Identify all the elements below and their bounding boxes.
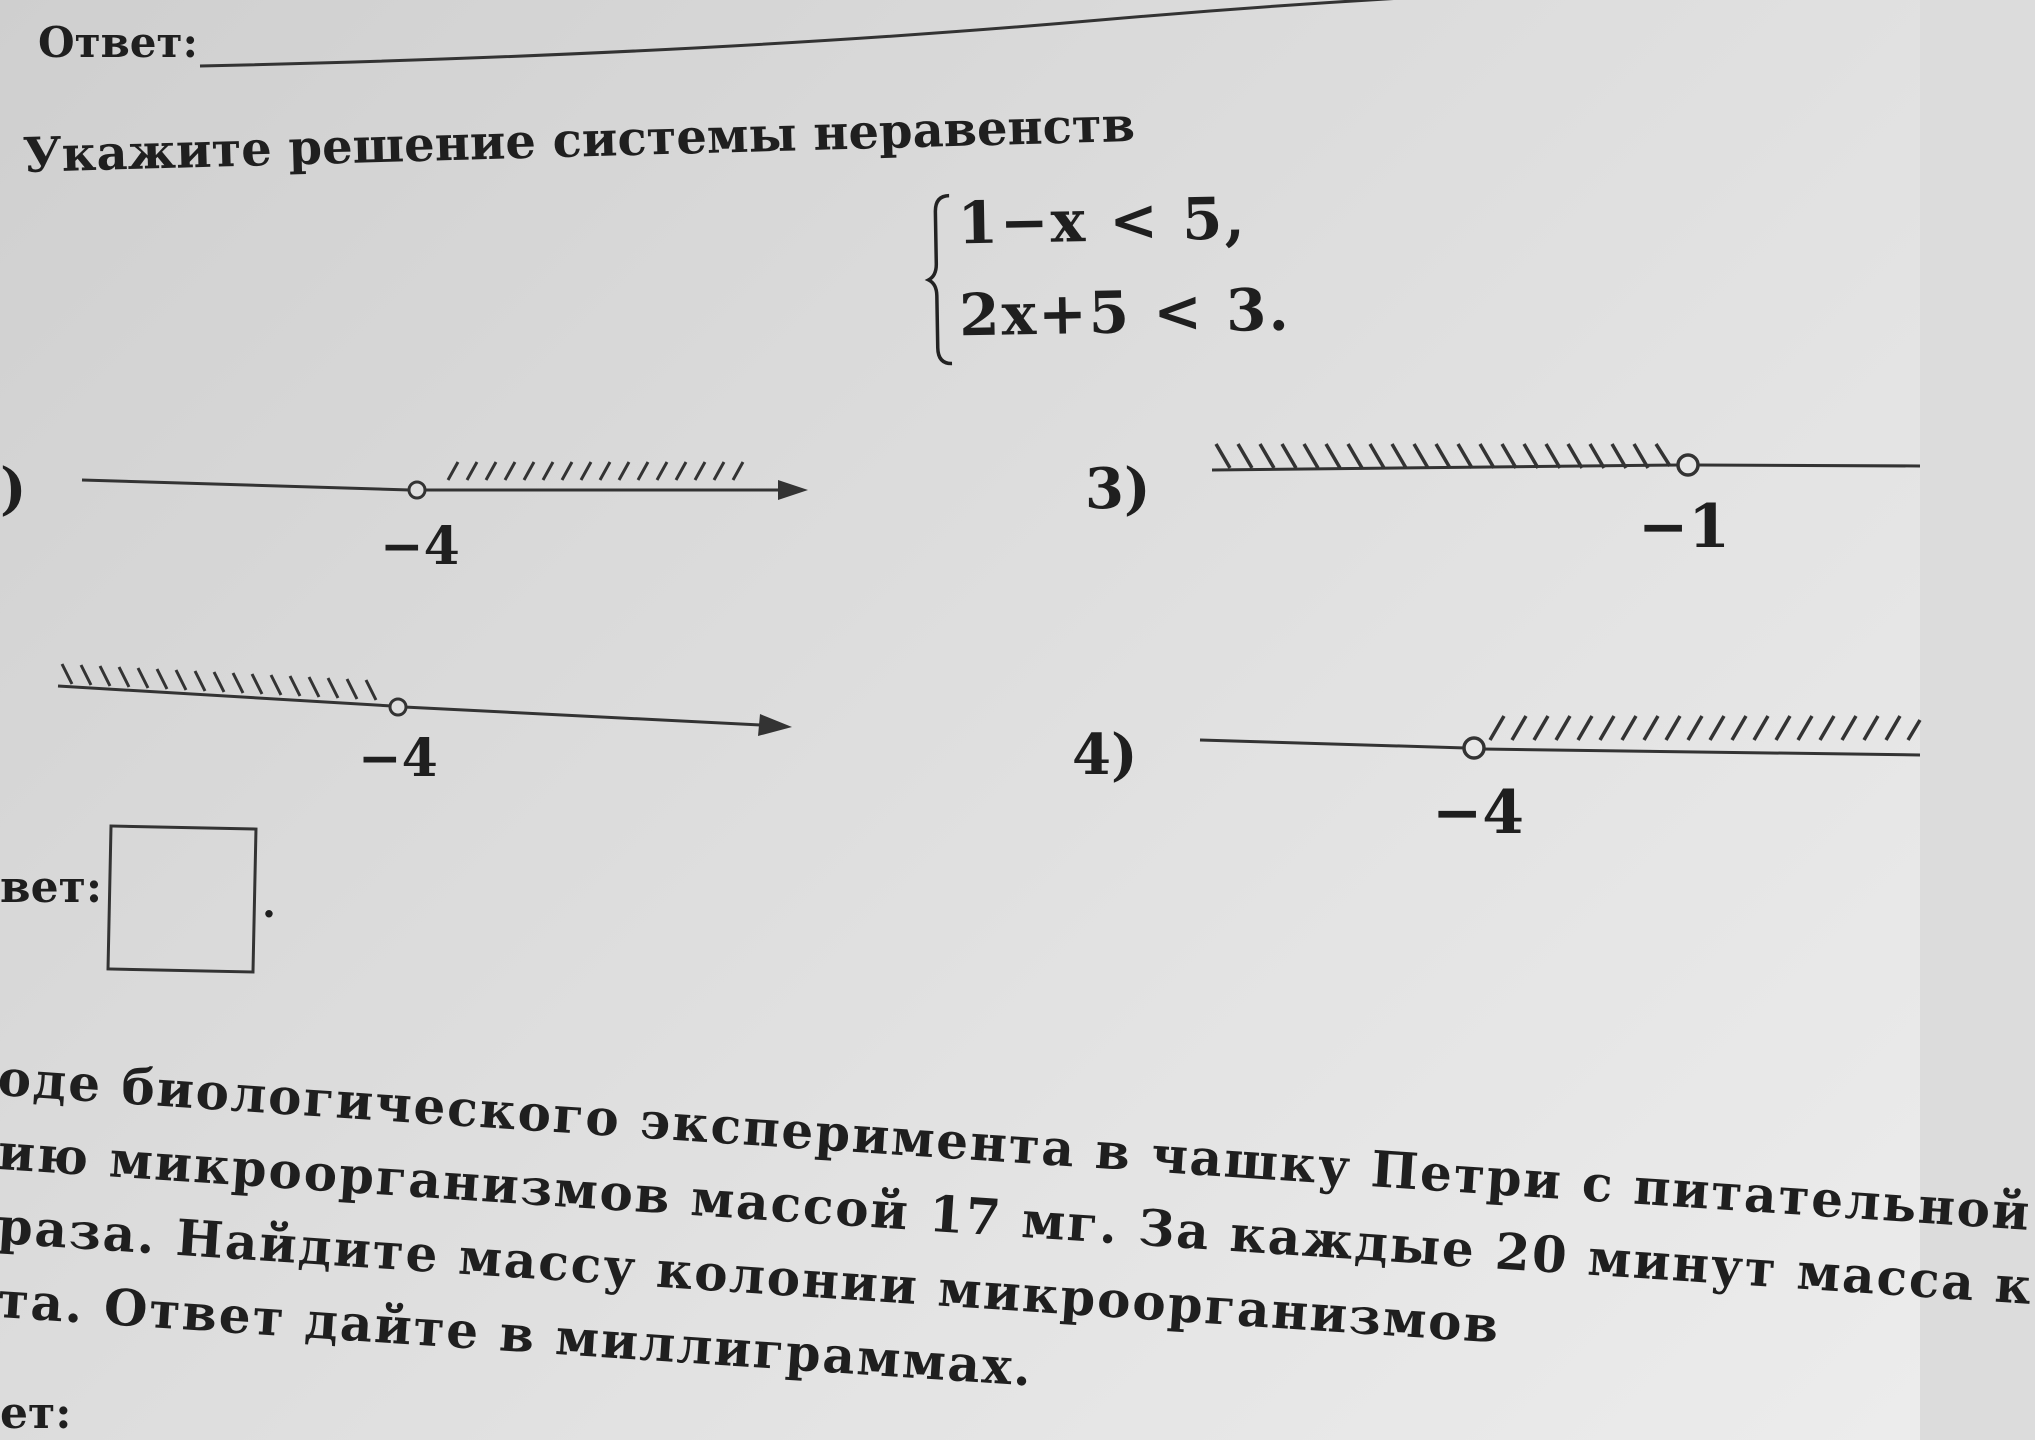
option-1-number: ) <box>0 456 27 522</box>
option-1-number-line <box>81 461 808 500</box>
open-point-icon <box>1462 736 1486 760</box>
option-2-tick: −4 <box>358 728 438 789</box>
open-point-icon <box>1676 453 1700 477</box>
arrow-right-icon <box>778 480 808 500</box>
answer-label-bottom: вет: <box>0 862 103 913</box>
open-point-icon <box>407 480 427 500</box>
inequality-2: 2x+5 < 3. <box>958 275 1292 350</box>
answer-box[interactable] <box>106 824 258 974</box>
answer-dot: . <box>262 880 276 927</box>
option-1-tick: −4 <box>380 516 460 577</box>
open-point-icon <box>388 697 408 717</box>
paper-page <box>0 0 1920 1440</box>
option-4-number: 4) <box>1072 722 1138 788</box>
option-3-number-line <box>1211 443 1921 477</box>
option-4-number-line <box>1199 715 1922 760</box>
problem-answer-label: ет: <box>0 1388 72 1439</box>
answer-label-top: Ответ: <box>38 18 199 67</box>
option-2-number-line <box>57 663 792 736</box>
system-brace-icon <box>924 193 953 366</box>
inequality-1: 1−x < 5, <box>956 184 1248 258</box>
option-3-tick: −1 <box>1638 492 1731 562</box>
answer-underline <box>199 0 1394 68</box>
option-3-number: 3) <box>1085 456 1151 522</box>
option-4-tick: −4 <box>1432 778 1525 848</box>
arrow-right-icon <box>758 714 792 736</box>
